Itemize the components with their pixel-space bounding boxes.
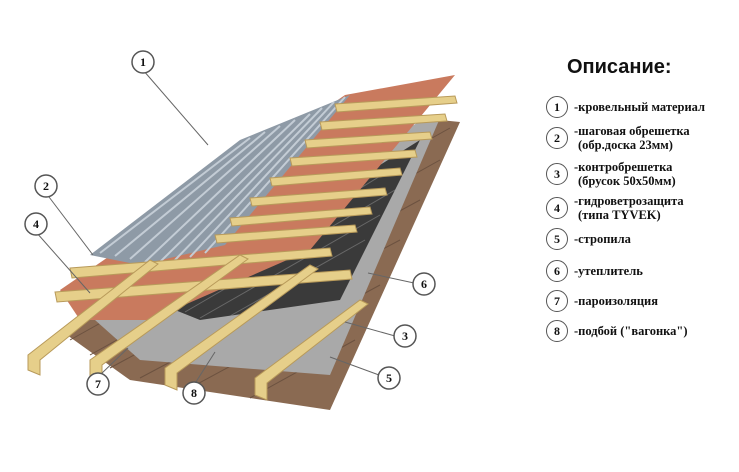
legend-item: 1 -кровельный материал [546, 96, 705, 118]
legend-number: 6 [546, 260, 568, 282]
legend-label-line1: -гидроветрозащита [574, 194, 684, 208]
legend-label-line1: -контробрешетка [574, 160, 673, 174]
legend-number: 8 [546, 320, 568, 342]
legend-number: 7 [546, 290, 568, 312]
callout-7: 7 [86, 347, 129, 396]
svg-text:2: 2 [43, 179, 49, 193]
callout-5: 5 [329, 356, 401, 390]
legend-number: 1 [546, 96, 568, 118]
legend-label: -пароизоляция [574, 294, 658, 308]
svg-text:6: 6 [421, 277, 427, 291]
legend-label: -подбой ("вагонка") [574, 324, 688, 338]
legend-label: -гидроветрозащита(типа TYVEK) [574, 194, 684, 222]
legend-label-line1: -утеплитель [574, 264, 643, 278]
legend-label: -утеплитель [574, 264, 643, 278]
callout-3: 3 [344, 321, 417, 348]
callout-1: 1 [131, 50, 209, 146]
rafters [27, 254, 369, 401]
legend-item: 8 -подбой ("вагонка") [546, 320, 688, 342]
legend-label: -кровельный материал [574, 100, 705, 114]
metal-corrugations [99, 96, 346, 263]
legend-label-line2: (типа TYVEK) [578, 208, 661, 222]
legend-label-line1: -шаговая обрешетка [574, 124, 690, 138]
legend-label-line2: (брусок 50х50мм) [578, 174, 676, 188]
legend-item: 4 -гидроветрозащита(типа TYVEK) [546, 194, 684, 222]
legend-label-line1: -стропила [574, 232, 631, 246]
svg-text:3: 3 [402, 329, 408, 343]
callout-4: 4 [24, 212, 91, 294]
legend-number: 2 [546, 127, 568, 149]
svg-text:1: 1 [140, 55, 146, 69]
callout-8: 8 [182, 351, 216, 405]
legend-number: 5 [546, 228, 568, 250]
legend-item: 2 -шаговая обрешетка(обр.доска 23мм) [546, 124, 690, 152]
legend-item: 6 -утеплитель [546, 260, 643, 282]
svg-text:4: 4 [33, 217, 39, 231]
legend-title: Описание: [567, 56, 672, 78]
legend-label-line1: -кровельный материал [574, 100, 706, 114]
legend-item: 5 -стропила [546, 228, 631, 250]
legend-item: 7 -пароизоляция [546, 290, 658, 312]
legend-number: 3 [546, 163, 568, 185]
legend-label-line2: (обр.доска 23мм) [578, 138, 673, 152]
legend-item: 3 -контробрешетка(брусок 50х50мм) [546, 160, 676, 188]
legend-label-line1: -подбой ("вагонка") [574, 324, 688, 338]
legend-label: -шаговая обрешетка(обр.доска 23мм) [574, 124, 690, 152]
svg-text:8: 8 [191, 386, 197, 400]
svg-text:7: 7 [95, 377, 101, 391]
callout-2: 2 [34, 174, 94, 256]
svg-text:5: 5 [386, 371, 392, 385]
callout-6: 6 [367, 272, 436, 296]
legend-label: -стропила [574, 232, 631, 246]
legend-label: -контробрешетка(брусок 50х50мм) [574, 160, 676, 188]
legend-label-line1: -пароизоляция [574, 294, 658, 308]
legend-number: 4 [546, 197, 568, 219]
